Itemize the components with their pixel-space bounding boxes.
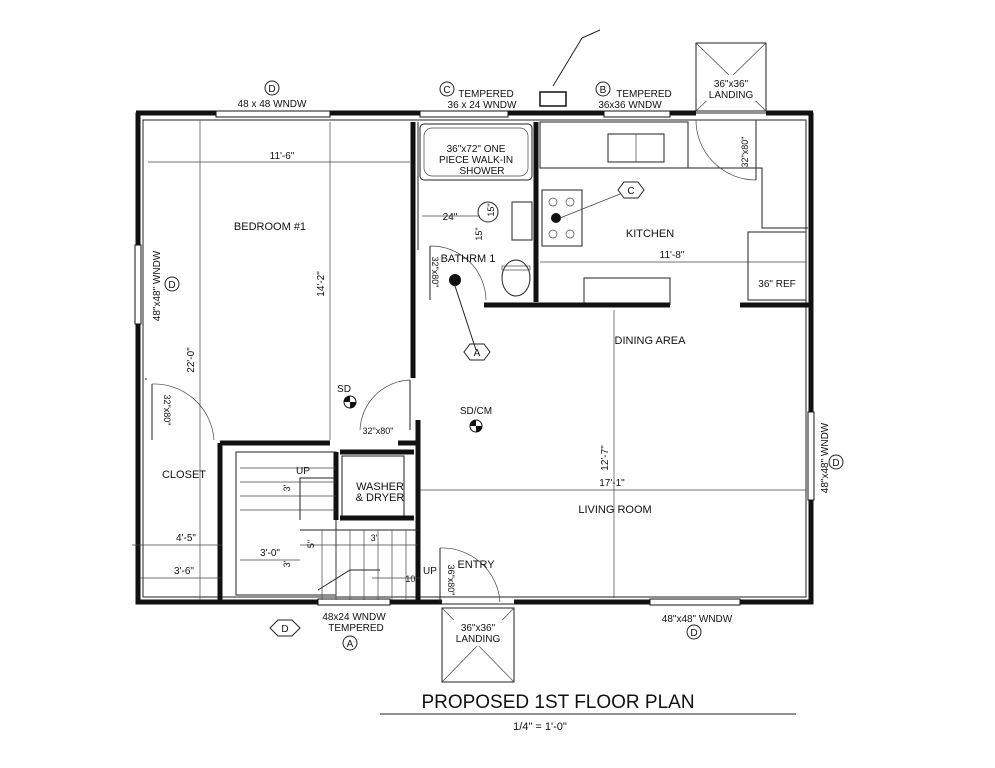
dim-stair-3a: 3'	[282, 484, 292, 491]
door-closet: 32"x80"	[162, 395, 172, 426]
dim-stair-5: 5"	[306, 540, 316, 548]
landing-bottom-label: LANDING	[456, 634, 501, 645]
smoke-detectors	[343, 395, 483, 433]
shower-label-3: SHOWER	[460, 166, 505, 177]
callouts	[164, 80, 844, 651]
window-top-left-tag: D	[268, 84, 275, 95]
shower: 36"x72" ONE PIECE WALK-IN SHOWER	[419, 123, 533, 181]
dim-stair-3-0: 3'-0"	[260, 548, 280, 559]
window-bottom-right: 48"x48" WNDW	[662, 614, 733, 625]
bottom-landing: 36"x36" LANDING	[441, 607, 515, 683]
landing-bottom-size: 36"x36"	[461, 623, 496, 634]
dim-bath-15b: 15"	[474, 227, 484, 240]
door-entry: 36"x80"	[446, 565, 456, 596]
window-top-right-tag: B	[600, 85, 607, 96]
window-bottom-left-1: 48x24 WNDW	[322, 612, 386, 623]
stair-up-top: UP	[296, 466, 310, 477]
dim-living-width: 17'-1"	[599, 478, 625, 489]
window-bottom-left-tag: D	[281, 624, 288, 635]
shower-label-2: PIECE WALK-IN	[439, 155, 513, 166]
dimension-lines	[132, 120, 806, 600]
room-bedroom: BEDROOM #1	[234, 221, 306, 233]
window-right: 48"x48" WNDW	[820, 422, 831, 493]
room-washer-2: & DRYER	[356, 492, 405, 504]
dim-bath-24: 24"	[443, 212, 458, 223]
window-top-mid-1: TEMPERED	[458, 89, 514, 100]
fridge-label: 36" REF	[758, 279, 795, 290]
dim-bedroom-depth: 14'-2"	[316, 271, 327, 297]
window-bottom-left-2: TEMPERED	[328, 623, 384, 634]
dim-bath-15a: 15"	[486, 203, 496, 216]
dim-bedroom-width: 11'-6"	[270, 151, 295, 162]
window-top-right-2: 36x36 WNDW	[598, 100, 662, 111]
sd-label: SD	[337, 384, 351, 395]
dim-living-depth: 12'-7"	[600, 445, 611, 471]
callout-a: A	[474, 348, 481, 359]
bath-fixtures	[429, 201, 533, 351]
drawing-scale: 1/4" = 1'-0"	[513, 721, 567, 733]
door-kitchen: 32"x80"	[740, 137, 750, 168]
dim-kitchen-width: 11'-8"	[660, 250, 685, 261]
window-left-tag: D	[168, 280, 175, 291]
window-bottom-right-tag: D	[690, 628, 697, 639]
windows	[134, 110, 815, 606]
window-right-tag: D	[832, 458, 839, 469]
window-bottom-left-tag2: A	[347, 639, 354, 650]
shower-label-1: 36"x72" ONE	[447, 144, 506, 155]
room-kitchen: KITCHEN	[626, 228, 674, 240]
room-bath: BATHRM 1	[441, 253, 496, 265]
room-living: LIVING ROOM	[578, 504, 651, 516]
dim-stair-10: 10"	[405, 574, 418, 584]
window-top-mid-tag: C	[443, 85, 450, 96]
dim-overall-depth: 22'-0"	[186, 347, 197, 373]
dim-stair-3c: 3'	[371, 533, 378, 543]
window-top-mid-2: 36 x 24 WNDW	[448, 100, 517, 111]
room-washer-1: WASHER	[356, 481, 404, 493]
landing-top-size: 36"x36"	[714, 79, 749, 90]
kitchen-fixtures: 36" REF	[539, 29, 808, 301]
landing-top-label: LANDING	[709, 90, 754, 101]
door-bath: 32"x80"	[430, 257, 440, 288]
drawing-title: PROPOSED 1ST FLOOR PLAN	[421, 692, 694, 713]
top-landing: 36"x36" LANDING	[695, 42, 767, 112]
stair-up-bottom: UP	[423, 566, 437, 577]
window-top-right-1: TEMPERED	[616, 89, 672, 100]
window-left: 48"x48" WNDW	[152, 250, 163, 321]
dim-stair-3b: 3'	[282, 560, 292, 567]
room-entry: ENTRY	[457, 559, 495, 571]
stairs	[240, 467, 418, 600]
sdcm-label: SD/CM	[460, 406, 492, 417]
callout-c: C	[627, 186, 634, 197]
dim-closet-a: 4'-5"	[176, 533, 196, 544]
dim-closet-b: 3'-6"	[174, 566, 194, 577]
window-top-left: 48 x 48 WNDW	[238, 99, 307, 110]
door-bedroom: 32"x80"	[363, 426, 394, 436]
interior-walls	[145, 122, 811, 604]
room-dining: DINING AREA	[615, 335, 687, 347]
door-swings	[151, 379, 501, 603]
room-closet: CLOSET	[162, 469, 206, 481]
